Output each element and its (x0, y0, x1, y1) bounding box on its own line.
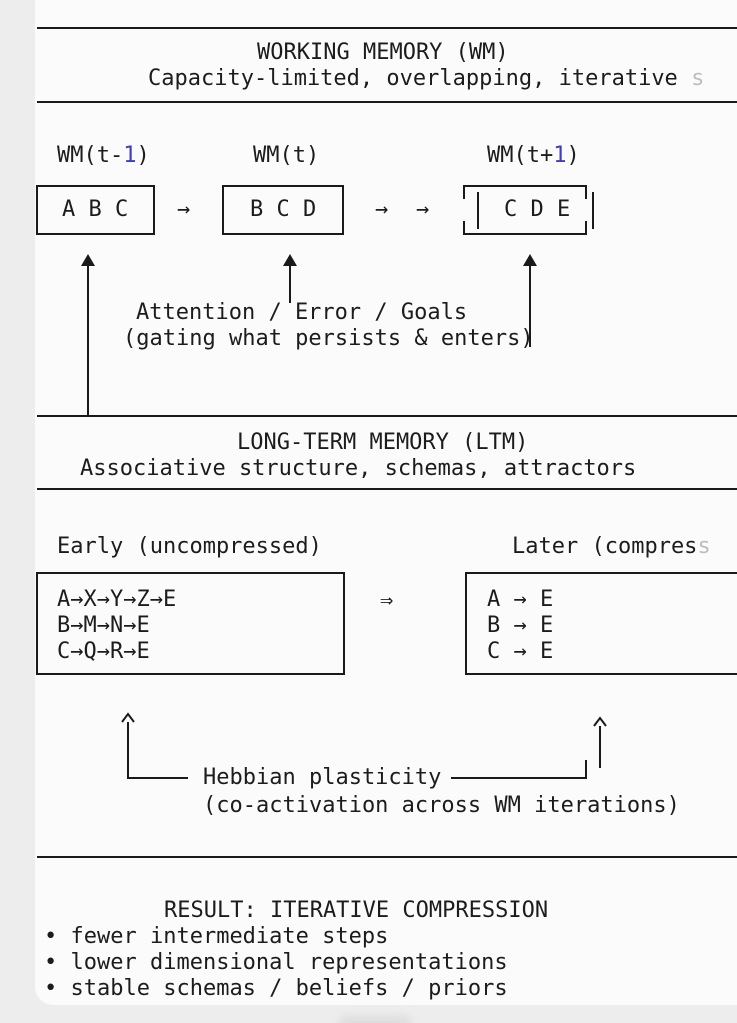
wm-box-t-plus-1-top (463, 185, 587, 187)
arrow-right-icon: → (416, 197, 430, 222)
early-line: A→X→Y→Z→E (57, 587, 177, 612)
label-prefix: WM(t+ (487, 143, 554, 168)
wm-box-t-minus-1-content: A B C (62, 197, 129, 222)
wm-subtitle-clipped-char: s (691, 66, 705, 91)
label-suffix: ) (566, 143, 580, 168)
bullet-icon: • (44, 924, 58, 949)
early-line: C→Q→R→E (57, 639, 150, 664)
hebbian-arrow-shaft-left (127, 722, 129, 779)
wm-box-t-plus-1-corner (585, 221, 587, 235)
bullet-text: lower dimensional representations (70, 950, 508, 975)
bullet-icon: • (44, 950, 58, 975)
wm-subtitle-text: Capacity-limited, overlapping, iterative (148, 66, 678, 91)
up-arrowhead-icon (283, 254, 297, 266)
hebbian-arrow-shaft-right (599, 726, 601, 768)
wm-box-t-plus-1-bottom (463, 233, 587, 235)
wm-label-t: WM(t) (253, 143, 320, 168)
gating-arrow-shaft-middle (289, 265, 291, 303)
divider-line-wm-bottom (37, 101, 737, 103)
divider-line-ltm-top (37, 415, 737, 417)
hebbian-elbow-left (127, 777, 188, 779)
label-prefix: WM(t- (57, 143, 124, 168)
bullet-text: stable schemas / beliefs / priors (70, 976, 508, 1001)
wm-box-t (222, 185, 344, 235)
wm-box-t-content: B C D (250, 197, 317, 222)
wm-box-t-plus-1-corner (463, 221, 465, 235)
thin-up-arrow-icon (593, 716, 607, 727)
later-label-clipped-char: s (697, 534, 711, 559)
early-box (36, 572, 345, 675)
later-label-text: Later (compres (512, 534, 698, 559)
bottom-scroll-hint (338, 1015, 412, 1023)
result-title: RESULT: ITERATIVE COMPRESSION (164, 898, 549, 923)
early-line: B→M→N→E (57, 613, 150, 638)
wm-label-t-minus-1: WM(t-1) (57, 143, 150, 169)
hebbian-label: Hebbian plasticity (203, 765, 442, 790)
bullet-text: fewer intermediate steps (70, 924, 389, 949)
wm-box-t-plus-1-outer-bar (592, 192, 594, 229)
label-number: 1 (553, 143, 567, 168)
up-arrowhead-icon (81, 254, 95, 266)
wm-box-t-plus-1-content: C D E (504, 197, 571, 222)
bullet-icon: • (44, 976, 58, 1001)
code-block-panel[interactable] (35, 0, 737, 1005)
gating-arrow-shaft-left (87, 265, 89, 417)
hebbian-elbow-right-stub (585, 760, 587, 779)
early-label: Early (uncompressed) (57, 534, 322, 559)
wm-label-t-plus-1: WM(t+1) (487, 143, 580, 169)
wm-box-t-plus-1-inner-bar (477, 192, 479, 229)
gating-caption-line2: (gating what persists & enters) (123, 326, 534, 351)
thin-up-arrow-icon (121, 712, 135, 723)
arrow-right-icon: → (177, 197, 191, 222)
result-bullet-item: • stable schemas / beliefs / priors (44, 976, 508, 1002)
double-arrow-icon: ⇒ (380, 588, 394, 613)
divider-line-ltm-bottom (37, 488, 737, 490)
later-line: A → E (487, 587, 554, 612)
result-bullet-item: • lower dimensional representations (44, 950, 508, 976)
later-line: C → E (487, 639, 554, 664)
hebbian-subline: (co-activation across WM iterations) (203, 793, 680, 818)
gating-arrow-shaft-right (529, 265, 531, 347)
wm-box-t-plus-1-corner (463, 185, 465, 199)
hebbian-elbow-right (451, 777, 587, 779)
label-suffix: ) (136, 143, 150, 168)
wm-box-t-plus-1-corner (585, 185, 587, 199)
wm-box-t-minus-1 (36, 185, 155, 235)
divider-line-result-top (37, 856, 737, 858)
arrow-right-icon: → (375, 197, 389, 222)
gating-caption-line1: Attention / Error / Goals (136, 300, 468, 325)
ltm-section-title: LONG-TERM MEMORY (LTM) (237, 430, 529, 455)
divider-line-top (37, 27, 737, 29)
result-bullet-item: • fewer intermediate steps (44, 924, 388, 950)
later-box (465, 572, 737, 675)
later-label: Later (compress (512, 534, 711, 560)
wm-section-title: WORKING MEMORY (WM) (257, 40, 509, 65)
later-line: B → E (487, 613, 554, 638)
wm-section-subtitle: Capacity-limited, overlapping, iterative… (148, 66, 704, 92)
label-number: 1 (123, 143, 137, 168)
up-arrowhead-icon (523, 254, 537, 266)
ltm-section-subtitle: Associative structure, schemas, attracto… (80, 456, 637, 481)
